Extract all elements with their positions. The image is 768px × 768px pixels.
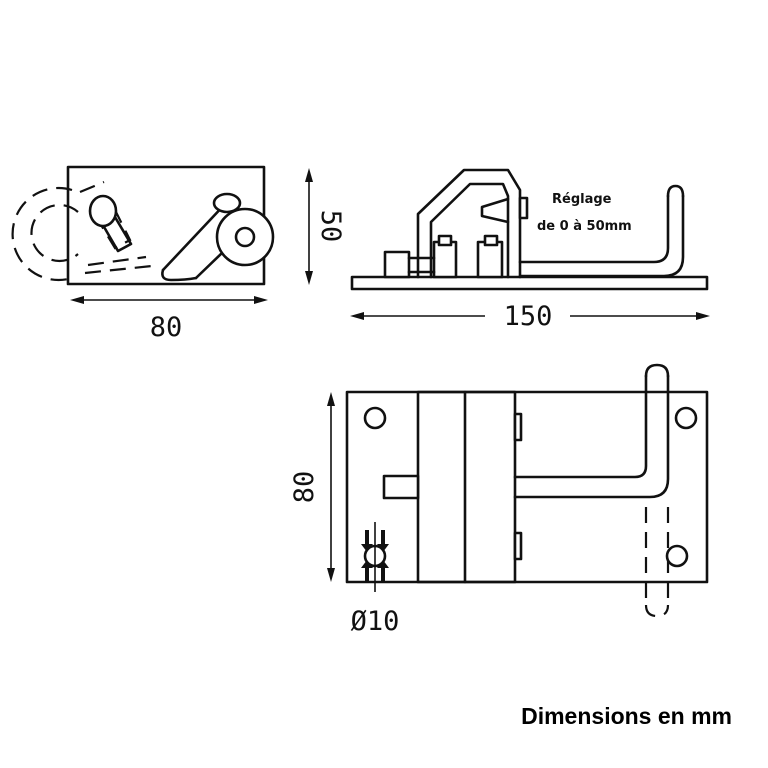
side-view-handle <box>161 192 275 282</box>
front-view: Réglage de 0 à 50mm <box>350 168 709 291</box>
side-view <box>11 165 275 286</box>
front-view-base-plate <box>350 275 709 291</box>
dim-hole-diameter-label: Ø10 <box>351 606 400 637</box>
front-view-hook <box>518 184 685 278</box>
dim-side-width-label: 80 <box>150 312 183 343</box>
mounting-hole-top-left <box>363 406 387 430</box>
top-view-clip-top <box>513 412 523 442</box>
front-view-nut-right <box>483 234 499 247</box>
side-view-swing-arc <box>11 186 73 282</box>
adjustment-note-line1: Réglage <box>552 192 612 207</box>
top-view <box>345 363 709 618</box>
front-view-bolt-tip <box>383 250 411 279</box>
top-view-bracket <box>416 390 517 584</box>
side-view-dashed-link <box>79 180 105 194</box>
dim-side-height: 50 <box>305 168 346 285</box>
side-view-inner-arc <box>30 203 79 263</box>
front-view-guide-left <box>432 240 458 279</box>
dim-side-height-label: 50 <box>315 210 346 243</box>
dim-hole-diameter: Ø10 <box>351 522 400 637</box>
front-view-clip <box>518 196 529 220</box>
dim-side-width: 80 <box>70 296 268 343</box>
top-view-clip-bottom <box>513 531 523 561</box>
dim-front-length: 150 <box>350 301 710 332</box>
side-view-bolt-end <box>88 194 133 253</box>
mounting-hole-bottom-right <box>665 544 689 568</box>
front-view-guide-right <box>476 240 504 279</box>
side-view-latch-dashed <box>84 203 153 275</box>
adjustment-note-line2: de 0 à 50mm <box>537 219 632 234</box>
front-view-notch <box>480 197 510 224</box>
dim-top-height: 80 <box>289 392 335 582</box>
top-view-hook <box>513 363 670 499</box>
top-view-base-plate <box>345 390 709 584</box>
top-view-bolt <box>382 474 420 500</box>
dim-front-length-label: 150 <box>504 301 553 332</box>
units-caption: Dimensions en mm <box>521 703 732 729</box>
top-view-hook-swing <box>644 507 670 618</box>
dim-top-height-label: 80 <box>289 471 320 504</box>
front-view-nut-left <box>437 234 453 247</box>
mounting-hole-top-right <box>674 406 698 430</box>
